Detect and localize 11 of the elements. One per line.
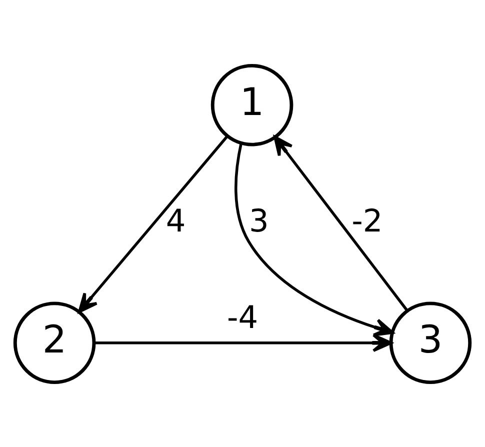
node-circle: 1 — [210, 63, 294, 146]
edge-label: -2 — [352, 203, 383, 240]
arrow — [78, 134, 228, 312]
arrow — [94, 333, 392, 352]
edge-label: 4 — [166, 203, 186, 240]
edge-label: -4 — [226, 299, 258, 336]
node-circle: 2 — [13, 301, 96, 384]
edge-label: 3 — [249, 203, 269, 240]
node-circle: 3 — [389, 301, 472, 384]
arrow — [234, 142, 394, 336]
arrow — [274, 135, 408, 311]
